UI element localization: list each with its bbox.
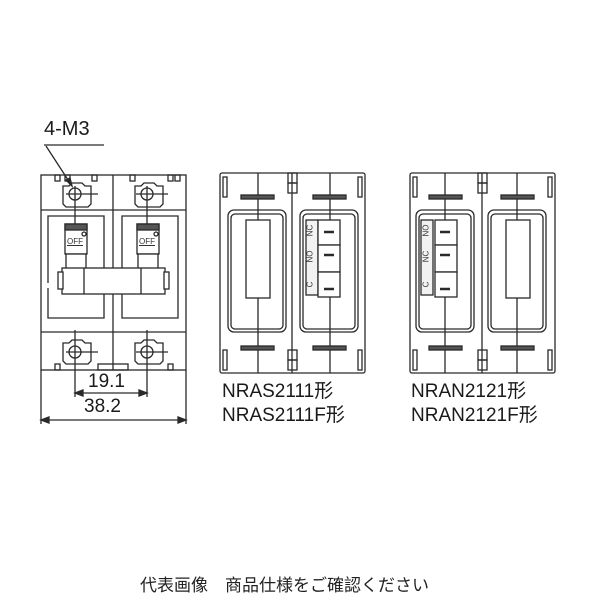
terminal-label-c: C	[305, 281, 315, 288]
terminal-label-nc: NC	[305, 224, 315, 237]
model-name: NRAN2121F形	[411, 405, 538, 426]
width-dimension: 38.2	[84, 396, 121, 417]
side-view-a	[219, 172, 366, 374]
terminal-label-nc: NC	[421, 250, 431, 263]
model-name: NRAN2121形	[411, 381, 527, 402]
screw-callout-label: 4-M3	[44, 118, 90, 140]
terminal-label-no: NO	[305, 250, 315, 263]
side-view-b	[409, 172, 556, 374]
model-name: NRAS2111F形	[222, 405, 345, 426]
model-labels-a: NRAS2111形 NRAS2111F形	[222, 380, 345, 428]
terminal-label-no: NO	[421, 224, 431, 237]
image-caption: 代表画像 商品仕様をご確認ください	[140, 576, 429, 596]
off-label-right: OFF	[139, 237, 155, 246]
terminal-label-c: C	[421, 281, 431, 288]
model-labels-b: NRAN2121形 NRAN2121F形	[411, 380, 538, 428]
pitch-dimension: 19.1	[88, 371, 125, 392]
off-label-left: OFF	[67, 237, 83, 246]
model-name: NRAS2111形	[222, 381, 334, 402]
front-view	[39, 144, 188, 424]
